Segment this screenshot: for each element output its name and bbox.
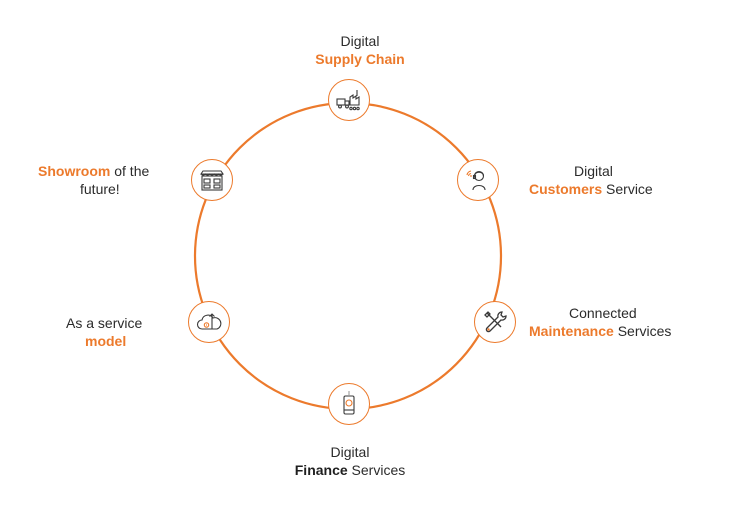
- label-showroom: Showroom of the future!: [38, 162, 149, 198]
- label-line-1: Connected: [569, 305, 637, 321]
- label-highlight: Supply Chain: [315, 51, 405, 67]
- label-line-1: As a service: [66, 315, 143, 331]
- factory-truck-icon: [336, 90, 360, 111]
- node-as-a-service[interactable]: [188, 301, 230, 343]
- tools-icon: [484, 311, 507, 333]
- label-line-2: future!: [80, 181, 120, 197]
- label-highlight: model: [85, 333, 127, 349]
- node-finance-services[interactable]: [328, 383, 370, 425]
- node-showroom[interactable]: [191, 159, 233, 201]
- label-rest: Services: [613, 323, 672, 339]
- label-supply-chain: Digital Supply Chain: [290, 32, 430, 68]
- label-as-a-service: As a service model: [66, 314, 142, 350]
- label-highlight: Customers: [529, 181, 603, 197]
- label-highlight: Finance: [294, 462, 348, 478]
- node-maintenance-services[interactable]: [474, 301, 516, 343]
- cloud-gear-icon: [196, 313, 222, 330]
- node-customers-service[interactable]: [457, 159, 499, 201]
- mobile-finance-icon: [343, 391, 355, 415]
- label-highlight: Maintenance: [529, 323, 614, 339]
- node-supply-chain[interactable]: [328, 79, 370, 121]
- label-rest: of the: [110, 163, 150, 179]
- label-line-1: Digital: [330, 444, 370, 460]
- label-finance-services: Digital Finance Services: [280, 443, 420, 479]
- label-maintenance-services: Connected Maintenance Services: [529, 304, 671, 340]
- label-line-1: Digital: [574, 163, 613, 179]
- label-rest: Service: [602, 181, 653, 197]
- label-rest: Services: [347, 462, 406, 478]
- label-customers-service: Digital Customers Service: [529, 162, 653, 198]
- label-highlight: Showroom: [38, 163, 111, 179]
- showroom-icon: [199, 170, 225, 191]
- label-line-1: Digital: [340, 33, 380, 49]
- customer-support-icon: [466, 170, 486, 191]
